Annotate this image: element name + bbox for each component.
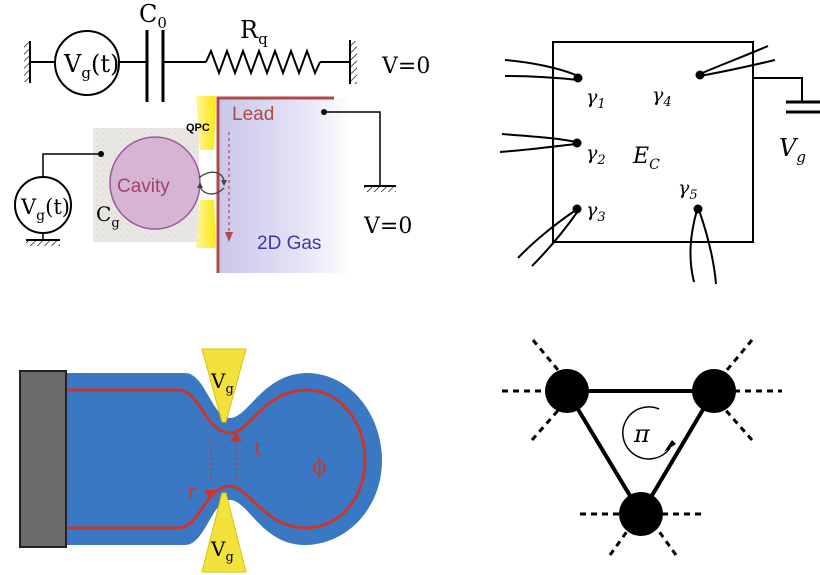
gas-label: 2D Gas [257,233,321,254]
source-label-top: Vg(t) [63,50,119,82]
lead-boundary [216,96,334,273]
panel-a: Vg(t) C0 Rq V=0 Cavity [14,0,430,273]
coupling-line [720,339,754,377]
gate-contact-dot [98,151,104,157]
qpc-gate-bottom [196,200,216,248]
channel-label-2: γ2 [586,142,606,168]
lead-1 [504,59,579,77]
site-left [545,369,589,413]
channel-label-1: γ1 [586,86,606,112]
lead-1 [504,75,579,81]
gate-wire [753,77,803,102]
coupling-line [531,339,565,377]
lead-4 [699,45,769,75]
triangle-bonds [565,389,716,516]
lead-2 [499,143,577,153]
device-ground-label: V=0 [363,214,412,239]
gate-cap-label: Cg [96,202,120,231]
quantum-dot-box [552,41,754,243]
device-body [62,372,382,545]
two-d-gas-region [218,98,352,273]
top-circuit: Vg(t) C0 Rq V=0 [24,0,430,102]
tunnel-arrowhead [197,182,203,188]
lead-3 [517,209,577,259]
phase-label: ϕ [312,455,327,480]
lead-label: Lead [232,104,274,125]
panel-d: π [502,339,782,556]
contact-2 [572,138,582,148]
site-bottom [619,492,663,536]
qpc-gate-top [196,96,216,150]
qpc-label: QPC [186,122,210,134]
resistor [205,48,321,76]
gate-wire [42,153,101,178]
ground-wire [324,111,381,186]
lead-4 [699,59,776,77]
contact-dot [321,109,327,115]
channel-label-3: γ3 [586,199,606,225]
top-ground-label: V=0 [381,54,430,79]
gate-bottom-label: Vg [210,537,234,565]
dashed-couplings [502,339,782,556]
gate-top [201,348,247,423]
gate-voltage-label: Vg [779,134,806,166]
contact-5 [693,204,703,214]
contact-3 [572,204,582,214]
flux-label: π [633,420,651,448]
reflection-label: r [187,479,197,503]
capacitor-label: C0 [139,0,167,32]
charging-energy-label: EC [632,144,660,173]
lead-5 [698,209,717,285]
channel-label-5: γ5 [678,177,698,203]
tunnel-arrow-top [198,171,225,183]
tunnel-arrowhead [221,180,227,186]
transmission-label: t [254,436,262,460]
flux-circulation-arrow [622,406,671,460]
source-label-device: Vg(t) [20,195,70,224]
lead-5 [689,209,698,283]
coupling-line [720,405,754,441]
coupling-line [656,529,678,556]
ground-hatch-left-device [26,241,60,246]
site-right [692,369,736,413]
panel-c: Vg Vg t r ϕ [19,348,382,573]
ground-hatch-left [24,42,30,82]
gate-bottom [201,492,247,573]
contact-1 [573,73,583,83]
reflection-arrow [204,490,216,500]
contact-4 [695,70,705,80]
device-schematic: Cavity QPC Lead 2D Gas Cg V=0 Vg(t) [14,96,412,273]
ground-hatch-right [351,41,357,84]
transmission-arrow [230,432,242,442]
channel-label-4: γ4 [652,84,672,110]
contact-reservoir [19,370,67,548]
edge-state-lead [64,388,231,530]
coupling-line [530,405,564,441]
coupling-line [608,529,630,556]
edge-arrow [225,232,233,242]
lead-2 [501,133,577,143]
panel-b: γ1 γ4 γ2 γ3 γ5 EC Vg [499,41,820,285]
edge-state-cavity [229,388,367,530]
resistor-label: Rq [240,16,268,48]
cavity-label: Cavity [117,176,170,197]
lead-3 [531,210,579,267]
gate-top-label: Vg [210,369,234,397]
ground-hatch [364,187,396,192]
flux-arrowhead [664,440,676,452]
